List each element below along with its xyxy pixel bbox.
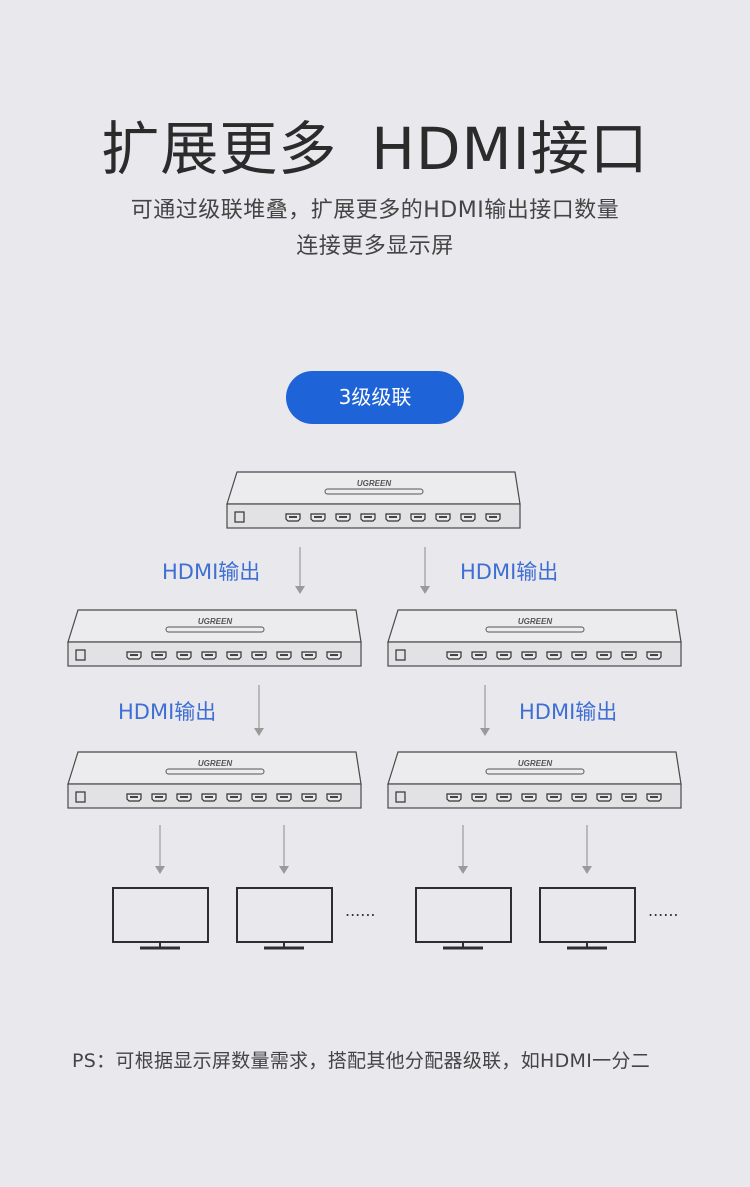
hdmi-output-label-mid-right: HDMI输出 <box>519 700 618 724</box>
splitter-device-mid-left: UGREEN <box>67 609 362 667</box>
flow-arrows <box>155 547 592 874</box>
hdmi-output-label-top-left: HDMI输出 <box>162 560 261 584</box>
subtitle-line-1: 可通过级联堆叠，扩展更多的HDMI输出接口数量 <box>130 198 620 223</box>
title-accent: HDMI接口 <box>371 115 649 183</box>
power-port-icon <box>395 649 406 661</box>
monitor-icon <box>415 887 512 950</box>
power-port-icon <box>75 649 86 661</box>
footnote: PS：可根据显示屏数量需求，搭配其他分配器级联，如HDMI一分二 <box>72 1050 651 1072</box>
brand-logo: UGREEN <box>198 759 232 768</box>
subtitle-line-2: 连接更多显示屏 <box>296 234 454 259</box>
splitter-device-top: UGREEN <box>226 471 521 529</box>
monitor-icon <box>112 887 209 950</box>
more-monitors-left: ...... <box>345 901 376 920</box>
brand-logo: UGREEN <box>518 617 552 626</box>
power-port-icon <box>395 791 406 803</box>
hdmi-output-label-mid-left: HDMI输出 <box>118 700 217 724</box>
page-title: 扩展更多 HDMI接口 <box>0 102 750 186</box>
title-main: 扩展更多 <box>101 115 338 183</box>
power-port-icon <box>234 511 245 523</box>
hdmi-output-label-top-right: HDMI输出 <box>460 560 559 584</box>
more-monitors-right: ...... <box>648 901 679 920</box>
brand-logo: UGREEN <box>357 479 391 488</box>
brand-logo: UGREEN <box>518 759 552 768</box>
splitter-device-mid-right: UGREEN <box>387 609 682 667</box>
splitter-device-bottom-left: UGREEN <box>67 751 362 809</box>
monitor-icon <box>236 887 333 950</box>
monitor-icon <box>539 887 636 950</box>
splitter-device-bottom-right: UGREEN <box>387 751 682 809</box>
brand-logo: UGREEN <box>198 617 232 626</box>
power-port-icon <box>75 791 86 803</box>
cascade-level-badge: 3级级联 <box>286 371 464 424</box>
